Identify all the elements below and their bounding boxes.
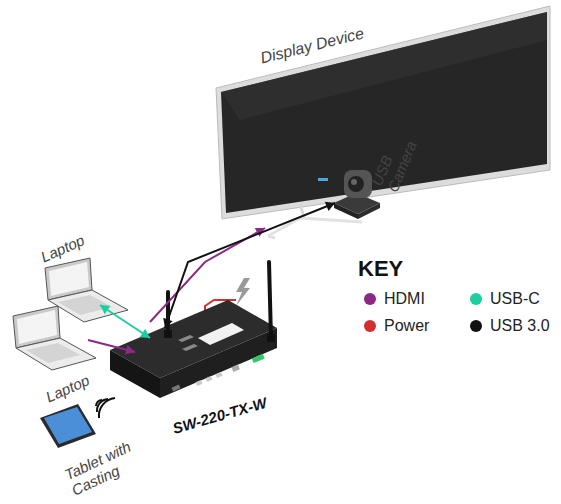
legend-text: USB 3.0 [490,317,550,335]
device-node: USB Camera [330,140,430,220]
legend-swatch [364,320,376,332]
cable-connector [150,228,265,322]
device-node: Laptop [35,235,130,325]
legend-text: USB-C [490,290,540,308]
device-node: SW-220-TX-W [105,255,280,430]
device-label: Display Device [259,19,390,68]
legend-text: Power [384,317,429,335]
legend-item: Power [358,317,464,335]
legend-item: HDMI [358,290,464,308]
cable-line [150,228,265,322]
device-node: Display Device [215,8,550,238]
legend-text: HDMI [384,290,425,308]
arrow-head [125,345,135,355]
legend-item: USB-C [464,290,561,308]
arrow-head [140,329,150,338]
device-label: Laptop [43,366,105,406]
display-illustration [216,6,550,238]
cable-connector [88,340,135,355]
switch-illustration [110,262,277,398]
cable-connector [100,305,150,338]
cable-line [100,305,150,338]
legend: KEY HDMI USB-C Power USB 3.0 [358,256,561,335]
device-label: Laptop [38,226,100,266]
legend-title: KEY [358,256,561,282]
legend-swatch [364,293,376,305]
legend-grid: HDMI USB-C Power USB 3.0 [358,290,561,335]
device-label: SW-220-TX-W [171,390,281,437]
tablet-illustration [40,398,115,448]
laptop-illustration [13,306,96,370]
legend-item: USB 3.0 [464,317,561,335]
legend-swatch [470,320,482,332]
arrow-head [100,305,110,314]
device-node: Tablet with Casting [35,400,145,500]
arrow-head [325,202,335,211]
device-node: Laptop [8,305,103,400]
cable-connector [163,202,335,328]
device-label: Tablet with Casting [62,431,155,499]
arrow-head [163,318,172,328]
cable-line [165,203,335,328]
legend-swatch [470,293,482,305]
